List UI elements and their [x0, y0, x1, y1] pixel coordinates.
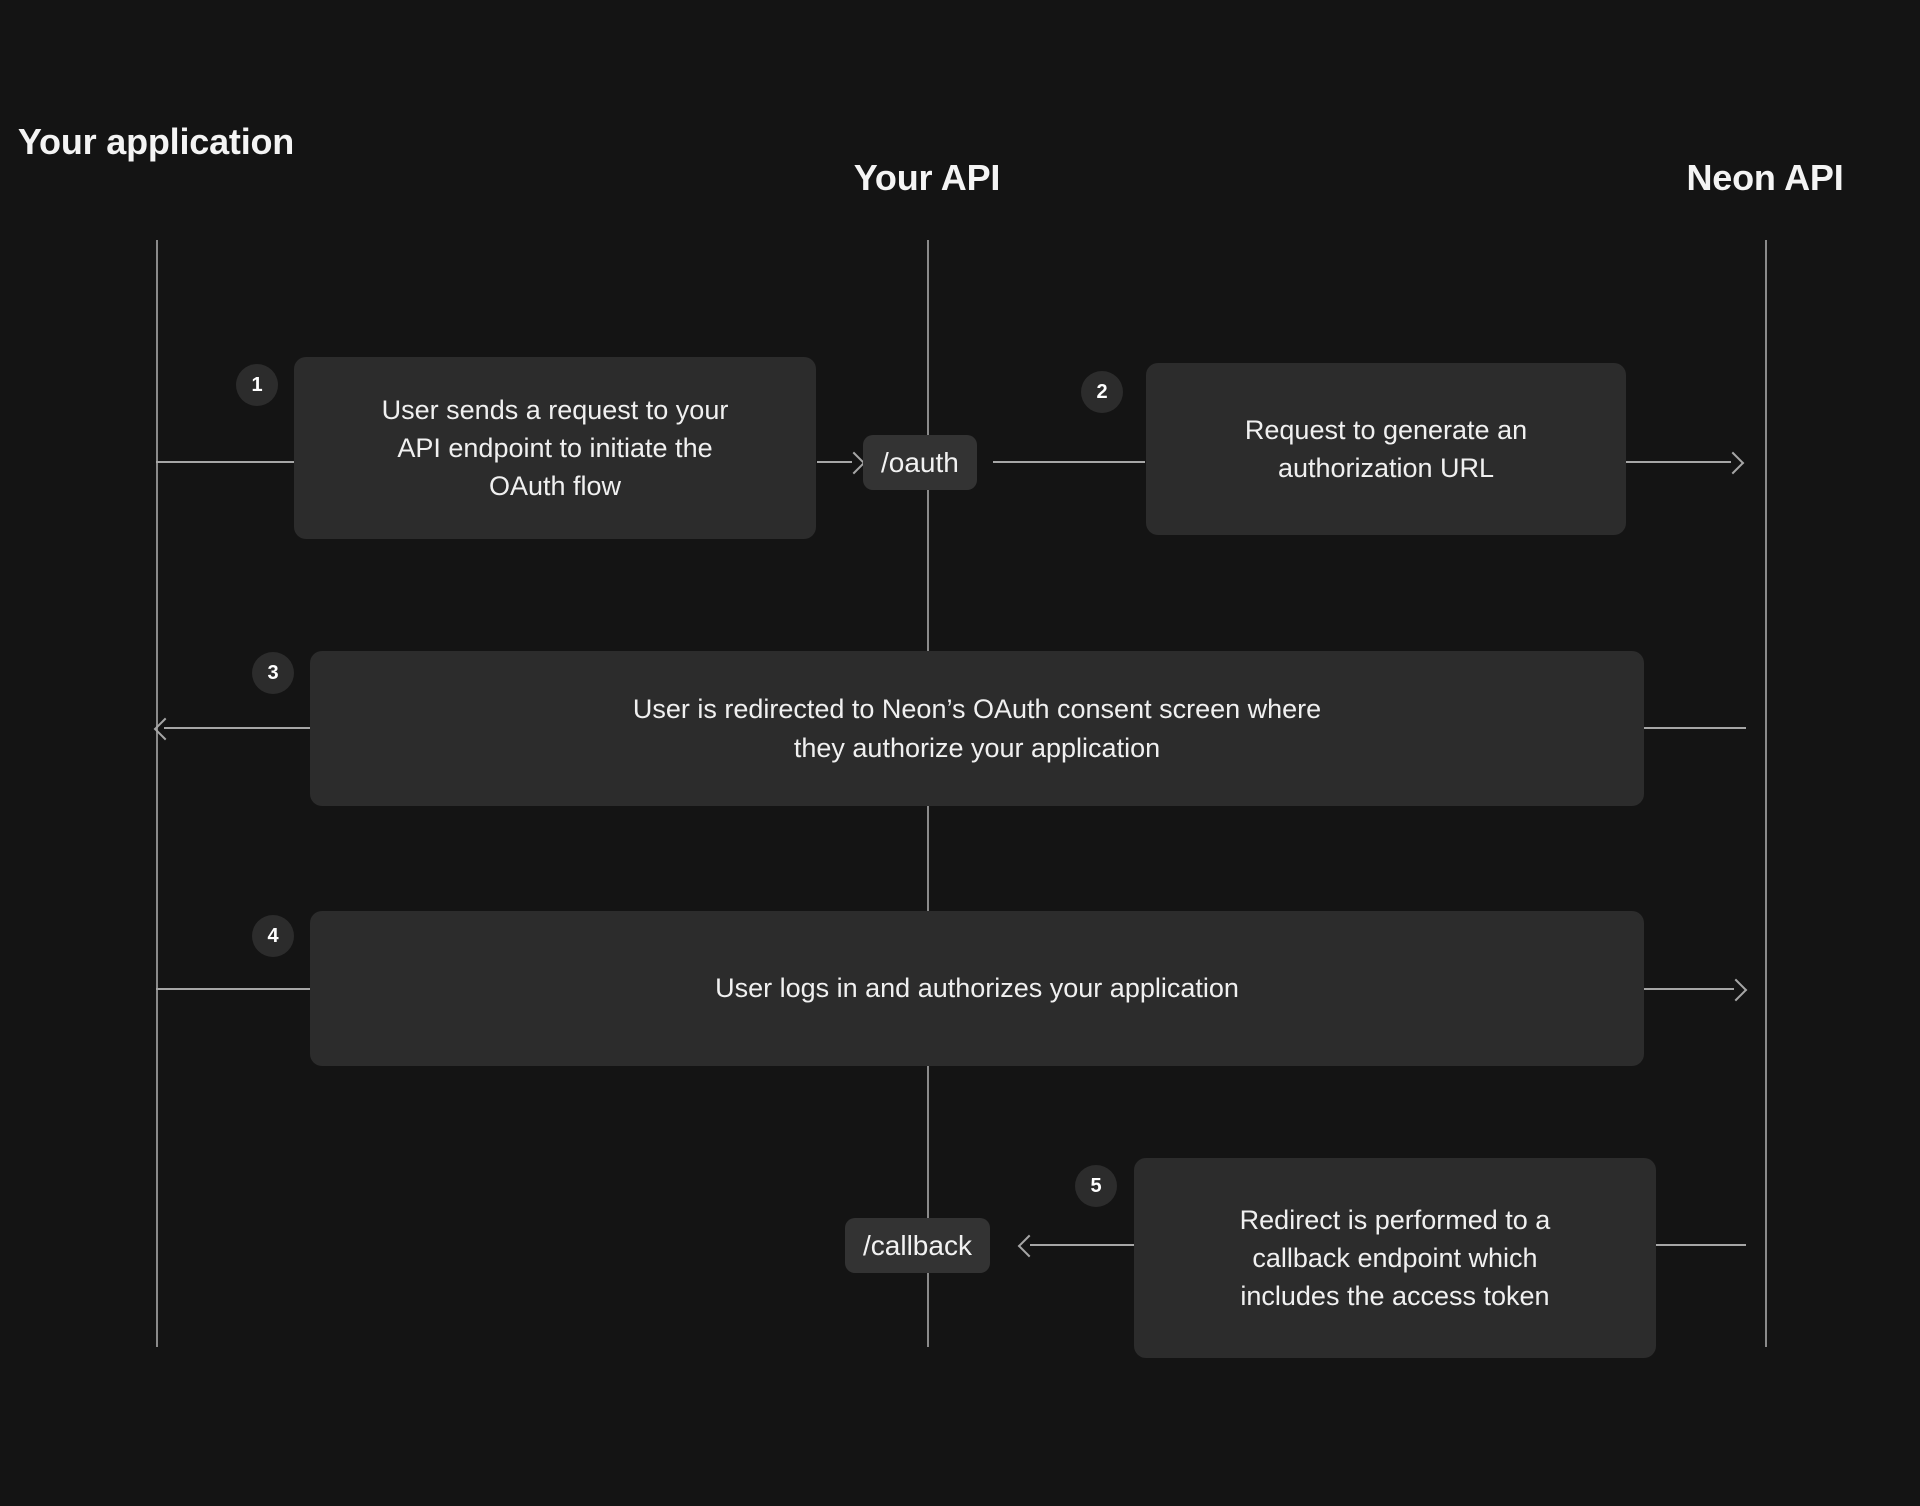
connector-step-4-left [156, 988, 310, 990]
connector-step-4-right [1644, 988, 1734, 990]
step-box-1: User sends a request to your API endpoin… [294, 357, 816, 539]
arrowhead-step-1-right [842, 451, 866, 475]
step-badge-2: 2 [1081, 371, 1123, 413]
step-badge-5: 5 [1075, 1165, 1117, 1207]
lifeline-your-application [156, 240, 158, 1347]
step-text-5: Redirect is performed to a callback endp… [1239, 1204, 1551, 1312]
step-badge-4: 4 [252, 915, 294, 957]
step-box-2: Request to generate an authorization URL [1146, 363, 1626, 535]
column-header-your-application: Your application [17, 121, 295, 162]
column-header-your-api: Your API [853, 157, 1001, 198]
connector-step-3-right [1644, 727, 1746, 729]
connector-step-3-left [164, 727, 310, 729]
endpoint-pill-callback[interactable]: /callback [845, 1218, 990, 1273]
arrowhead-step-4-right [1724, 978, 1748, 1002]
connector-step-2-right [1626, 461, 1731, 463]
step-badge-3: 3 [252, 652, 294, 694]
step-text-4: User logs in and authorizes your applica… [715, 973, 1239, 1004]
step-text-1: User sends a request to your API endpoin… [381, 394, 729, 502]
endpoint-pill-oauth[interactable]: /oauth [863, 435, 977, 490]
step-box-5: Redirect is performed to a callback endp… [1134, 1158, 1656, 1358]
step-badge-1: 1 [236, 364, 278, 406]
step-box-3: User is redirected to Neon’s OAuth conse… [310, 651, 1644, 806]
lifeline-neon-api [1765, 240, 1767, 1347]
connector-step-1-to-oauth [817, 461, 852, 463]
step-text-3: User is redirected to Neon’s OAuth conse… [632, 694, 1322, 763]
arrowhead-step-2-right [1721, 451, 1745, 475]
connector-step-2-left [993, 461, 1145, 463]
step-box-4: User logs in and authorizes your applica… [310, 911, 1644, 1066]
connector-step-5-right [1654, 1244, 1746, 1246]
arrowhead-step-5-left [1017, 1234, 1041, 1258]
column-header-neon-api: Neon API [1686, 157, 1844, 198]
connector-step-5-left [1030, 1244, 1136, 1246]
step-text-2: Request to generate an authorization URL [1244, 414, 1528, 483]
connector-step-1-left [156, 461, 296, 463]
